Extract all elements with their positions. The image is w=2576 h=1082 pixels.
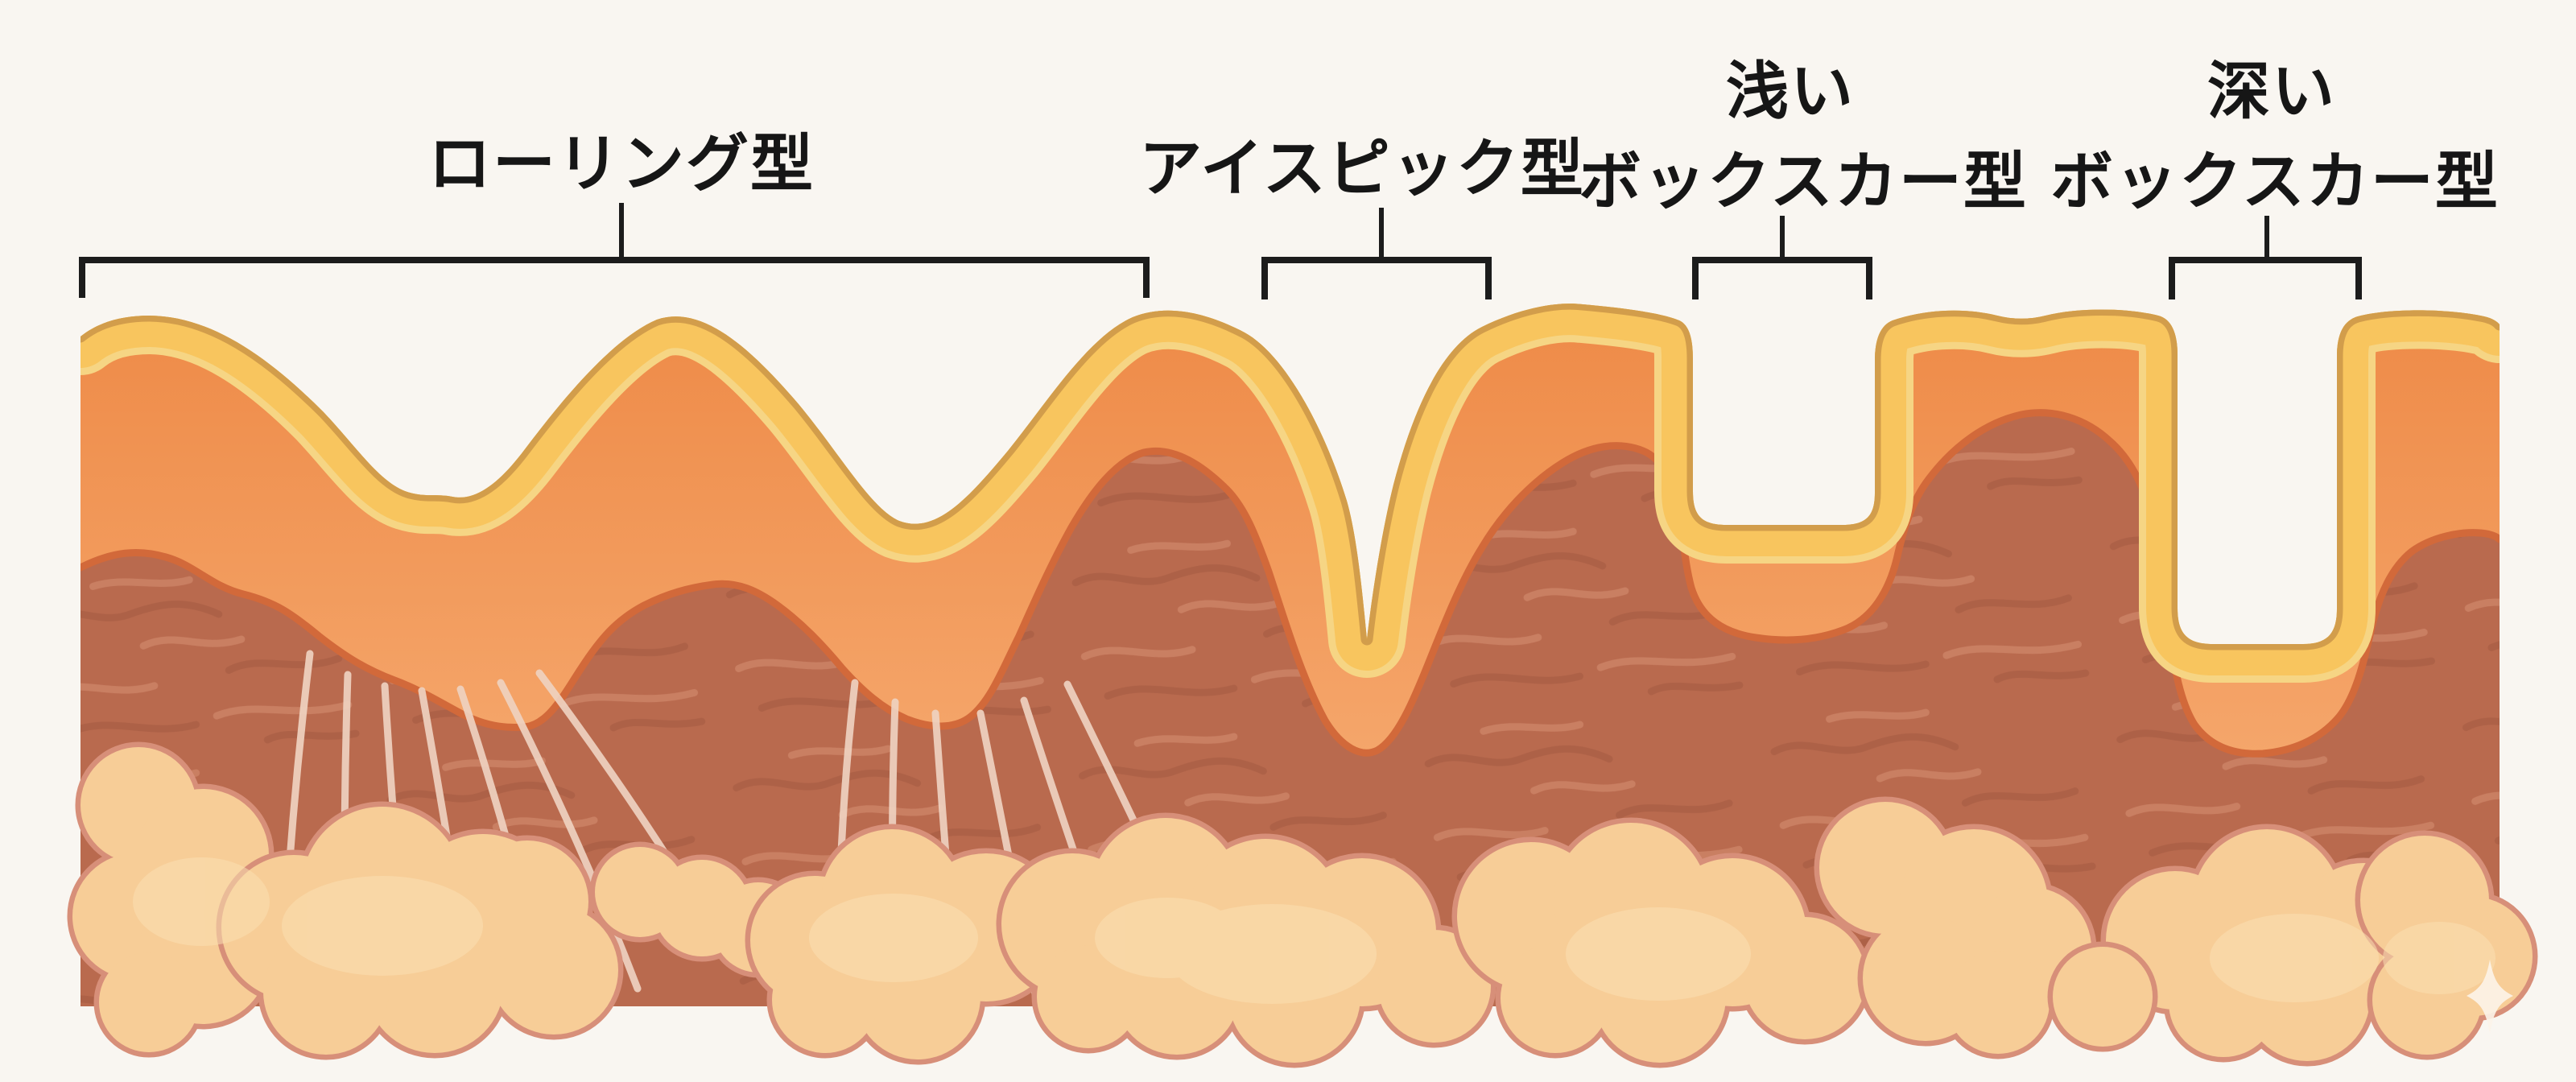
fat-highlights	[133, 857, 2496, 1004]
label-shallow-boxcar-scar: 浅い ボックスカー型	[1579, 56, 2028, 217]
label-shallow-boxcar-line2: ボックスカー型	[1579, 146, 2028, 217]
label-deep-boxcar-line1: 深い	[2207, 56, 2336, 126]
bracket-shallow-boxcar	[1692, 216, 1872, 299]
subcutaneous-fat-layer	[72, 747, 2533, 1063]
bracket-rolling	[79, 203, 1150, 298]
annotation-brackets	[79, 203, 2362, 299]
label-deep-boxcar-line2: ボックスカー型	[2050, 146, 2500, 217]
label-icepick-scar: アイスピック型	[1139, 133, 1585, 204]
bracket-icepick	[1261, 208, 1492, 299]
sparkle-icon	[2467, 960, 2513, 1034]
label-deep-boxcar-scar: 深い ボックスカー型	[2050, 56, 2500, 217]
label-rolling-scar: ローリング型	[428, 128, 815, 199]
bracket-deep-boxcar	[2169, 216, 2362, 299]
label-shallow-boxcar-line1: 浅い	[1726, 56, 1855, 126]
